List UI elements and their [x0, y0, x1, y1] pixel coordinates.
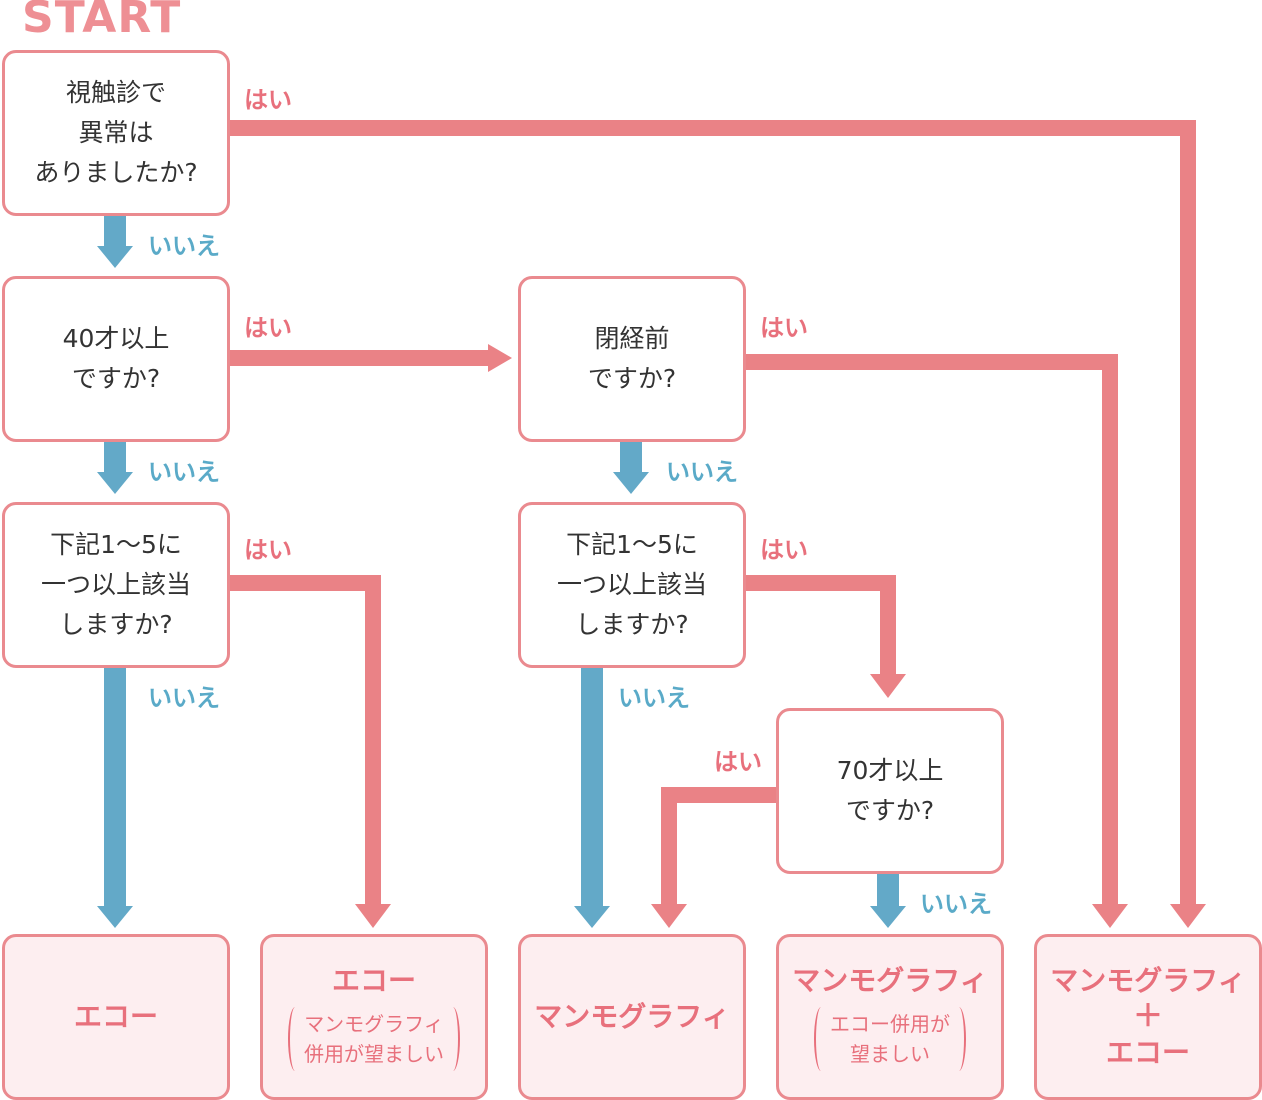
label-q3-yes: はい — [760, 314, 808, 342]
q5-line-2: 一つ以上該当 — [556, 570, 707, 599]
note-line-1: マンモグラフィ — [304, 1012, 444, 1036]
q2-line-1: 40才以上 — [62, 324, 170, 353]
label-q3-no: いいえ — [666, 458, 738, 486]
plus-icon: ＋ — [1133, 999, 1163, 1034]
question-abnormal-palpation: 視触診で 異常は ありましたか? — [2, 50, 230, 216]
arrow-q1-no — [97, 216, 133, 268]
q4-line-1: 下記1～5に — [50, 530, 182, 559]
note-line-2: 併用が望ましい — [304, 1042, 444, 1066]
arrowhead-q5-yes — [870, 674, 906, 698]
arrow-q5-yes — [746, 575, 896, 676]
q4-line-3: しますか? — [59, 610, 173, 639]
result-mammo-with-echo: マンモグラフィ エコー併用が 望ましい — [776, 934, 1004, 1100]
label-q6-no: いいえ — [920, 890, 992, 918]
result-echo-with-mammo-note: マンモグラフィ 併用が望ましい — [288, 1007, 460, 1071]
label-q5-yes: はい — [760, 536, 808, 564]
label-q2-yes: はい — [244, 314, 292, 342]
q3-line-2: ですか? — [587, 364, 677, 393]
arrowhead-q4-yes — [355, 904, 391, 928]
q6-line-1: 70才以上 — [836, 756, 944, 785]
result-mammo-plus-echo-title: マンモグラフィ — [1050, 964, 1246, 997]
note-line-2: 望ましい — [850, 1042, 930, 1066]
question-age-40: 40才以上 ですか? — [2, 276, 230, 442]
label-q6-yes: はい — [714, 748, 762, 776]
arrowhead-q1-yes — [1170, 904, 1206, 928]
question-premenopausal: 閉経前 ですか? — [518, 276, 746, 442]
q1-line-3: ありましたか? — [34, 158, 198, 187]
arrow-q4-yes — [230, 575, 381, 906]
arrow-q5-no — [574, 668, 610, 928]
result-echo-title: エコー — [73, 1000, 158, 1033]
label-q2-no: いいえ — [148, 458, 220, 486]
arrowhead-q6-yes — [651, 904, 687, 928]
q3-line-1: 閉経前 — [594, 324, 670, 353]
result-mammo-with-echo-note: エコー併用が 望ましい — [814, 1007, 966, 1071]
label-q4-yes: はい — [244, 536, 292, 564]
label-q4-no: いいえ — [148, 684, 220, 712]
q6-line-2: ですか? — [845, 796, 935, 825]
note-line-1: エコー併用が — [830, 1012, 950, 1036]
result-mammography: マンモグラフィ — [518, 934, 746, 1100]
arrow-q6-yes — [661, 787, 776, 906]
result-mammography-title: マンモグラフィ — [534, 1000, 730, 1033]
result-echo-with-mammo: エコー マンモグラフィ 併用が望ましい — [260, 934, 488, 1100]
result-mammo-with-echo-title: マンモグラフィ — [792, 964, 988, 997]
result-mammo-plus-echo: マンモグラフィ ＋ エコー — [1034, 934, 1262, 1100]
q1-line-1: 視触診で — [65, 78, 166, 107]
q2-line-2: ですか? — [71, 364, 161, 393]
question-criteria-left: 下記1～5に 一つ以上該当 しますか? — [2, 502, 230, 668]
result-mammo-plus-echo-title-2: エコー — [1105, 1036, 1190, 1069]
result-echo-with-mammo-title: エコー — [331, 964, 416, 997]
arrowhead-q3-yes — [1092, 904, 1128, 928]
arrowhead-q2-yes — [488, 344, 512, 372]
q1-line-2: 異常は — [78, 118, 154, 147]
arrow-q4-no — [97, 668, 133, 928]
arrow-q2-no — [97, 442, 133, 494]
q5-line-3: しますか? — [575, 610, 689, 639]
arrow-q3-no — [613, 442, 649, 494]
q4-line-2: 一つ以上該当 — [40, 570, 191, 599]
q5-line-1: 下記1～5に — [566, 530, 698, 559]
result-echo: エコー — [2, 934, 230, 1100]
question-age-70: 70才以上 ですか? — [776, 708, 1004, 874]
question-criteria-right: 下記1～5に 一つ以上該当 しますか? — [518, 502, 746, 668]
start-label: START — [22, 0, 182, 43]
arrow-q3-yes — [746, 354, 1118, 906]
label-q1-no: いいえ — [148, 232, 220, 260]
label-q1-yes: はい — [244, 86, 292, 114]
arrow-q1-yes — [230, 120, 1196, 906]
arrow-q6-no — [870, 874, 906, 928]
label-q5-no: いいえ — [618, 684, 690, 712]
